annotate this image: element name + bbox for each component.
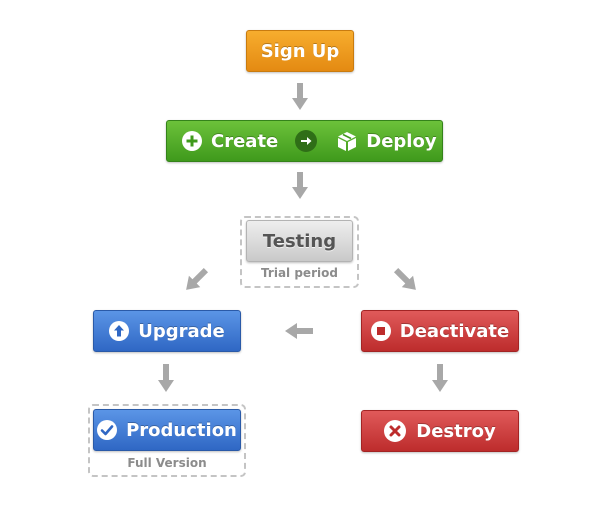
destroy-label: Destroy — [416, 420, 496, 442]
production-button[interactable]: Production — [93, 409, 241, 451]
arrow-testing-to-upgrade — [181, 266, 211, 294]
create-button[interactable]: Create — [211, 130, 279, 152]
upgrade-label: Upgrade — [138, 320, 225, 342]
upgrade-button[interactable]: Upgrade — [93, 310, 241, 352]
x-circle-icon — [384, 420, 407, 442]
deactivate-label: Deactivate — [399, 320, 510, 342]
plus-circle-icon — [182, 131, 202, 151]
production-label: Production — [126, 419, 237, 441]
deploy-button[interactable]: Deploy — [366, 130, 437, 152]
sign-up-label: Sign Up — [260, 40, 340, 62]
create-deploy-bar: Create Deploy — [166, 120, 443, 162]
arrow-testing-to-deactivate — [391, 266, 421, 294]
deactivate-button[interactable]: Deactivate — [361, 310, 519, 352]
arrow-create-to-testing — [292, 172, 308, 199]
testing-caption: Trial period — [261, 266, 338, 280]
arrow-right-circle-icon — [295, 130, 318, 152]
destroy-button[interactable]: Destroy — [361, 410, 519, 452]
testing-group — [240, 216, 359, 288]
arrow-upgrade-to-production — [158, 364, 174, 392]
production-caption: Full Version — [127, 456, 207, 470]
check-circle-icon — [97, 420, 118, 440]
box-icon — [336, 130, 358, 152]
arrow-deactivate-to-destroy — [432, 364, 448, 392]
arrow-up-circle-icon — [109, 321, 130, 341]
arrow-signup-to-create — [292, 83, 308, 110]
stop-square-icon — [370, 321, 391, 341]
sign-up-button[interactable]: Sign Up — [246, 30, 354, 72]
testing-label: Testing — [262, 230, 337, 252]
arrow-deactivate-to-upgrade — [285, 323, 313, 339]
production-group — [88, 404, 246, 477]
testing-button[interactable]: Testing — [246, 220, 353, 262]
